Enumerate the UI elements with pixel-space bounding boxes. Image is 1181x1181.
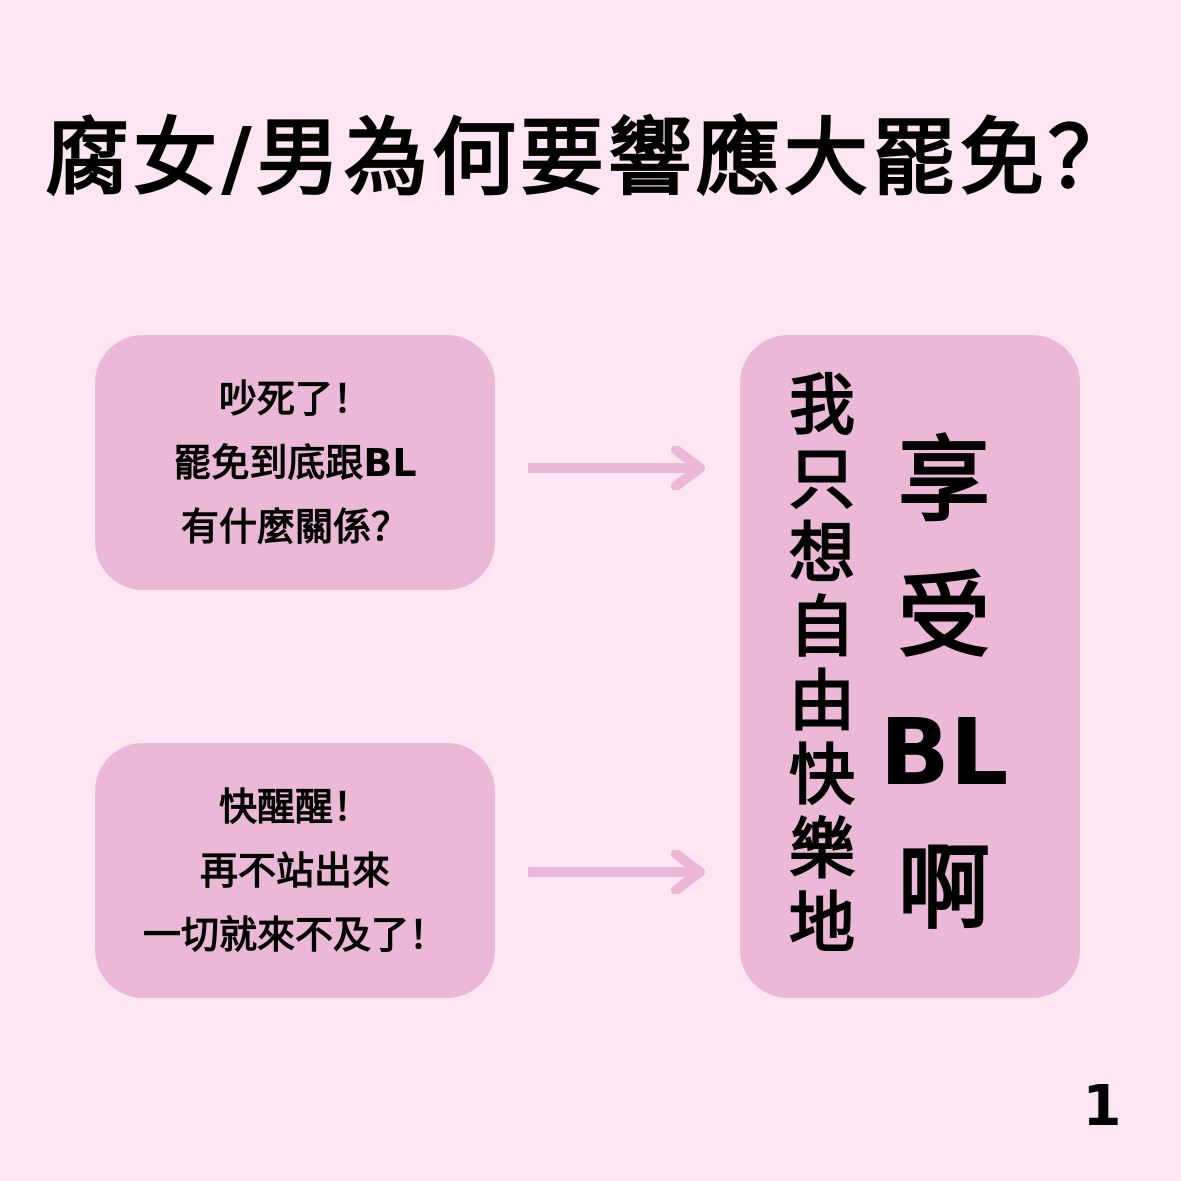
right-arrow-icon	[528, 850, 705, 894]
vertical-char: 樂	[789, 811, 855, 888]
page-number: 1	[1082, 1074, 1122, 1139]
vertical-text-big: 享 受 BL 啊	[879, 413, 1009, 957]
vertical-char: 快	[789, 737, 855, 814]
speech-bubble-wakeup: 快醒醒！ 再不站出來 一切就來不及了！	[95, 743, 495, 998]
right-arrow-icon	[528, 446, 705, 490]
vertical-char-big: 受	[897, 563, 990, 670]
bubble-line: 再不站出來	[199, 848, 390, 893]
bubble-line: 吵死了！	[218, 376, 371, 421]
bubble-line: 快醒醒！	[218, 784, 371, 829]
page-title: 腐女/男為何要響應大罷免？	[45, 109, 1136, 207]
vertical-char: 想	[789, 515, 855, 592]
vertical-char-big: 啊	[897, 835, 990, 942]
vertical-char-big: 享	[897, 427, 990, 534]
speech-bubble-complaint: 吵死了！ 罷免到底跟BL 有什麼關係？	[95, 335, 495, 590]
answer-bubble: 我 只 想 自 由 快 樂 地 享 受 BL 啊	[740, 335, 1080, 998]
vertical-char: 地	[789, 885, 855, 962]
vertical-char: 自	[789, 589, 855, 666]
bubble-line: 有什麼關係？	[180, 504, 409, 549]
vertical-text-small: 我 只 想 自 由 快 樂 地	[784, 369, 860, 961]
bubble-line: 罷免到底跟BL	[173, 440, 417, 485]
vertical-char: 由	[789, 663, 855, 740]
vertical-char-big: BL	[879, 699, 1009, 806]
vertical-char: 只	[789, 441, 855, 518]
bubble-line: 一切就來不及了！	[142, 912, 447, 957]
vertical-char: 我	[789, 367, 855, 444]
